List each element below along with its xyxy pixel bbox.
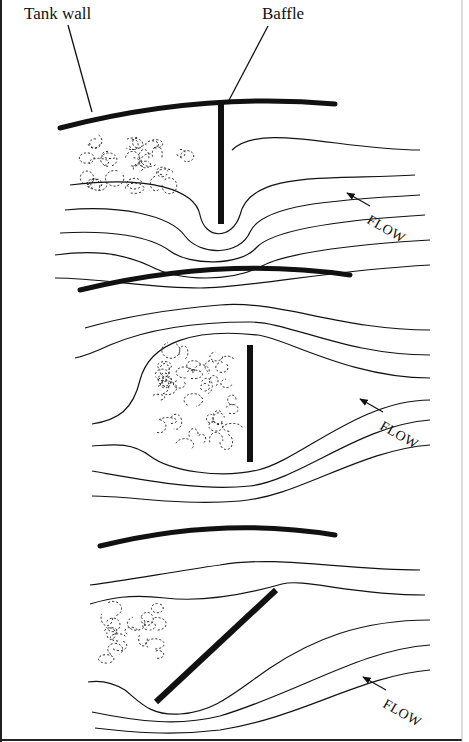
eddy-stroke: [158, 169, 173, 175]
eddy-stroke: [80, 171, 93, 184]
eddy-stroke: [223, 423, 242, 431]
eddy-stroke: [210, 376, 218, 387]
eddy-stroke: [187, 361, 201, 370]
eddy-stroke: [125, 183, 144, 193]
eddy-stroke: [90, 139, 100, 148]
eddy-stroke: [139, 635, 148, 646]
eddy-stroke: [125, 627, 138, 634]
eddy-stroke: [102, 151, 115, 158]
eddy-stroke: [202, 378, 213, 393]
eddy-stroke: [216, 363, 228, 373]
eddy-stroke: [162, 377, 171, 387]
eddy-stroke: [91, 180, 107, 191]
flow-label: FLOW: [377, 418, 421, 453]
eddy-stroke: [210, 352, 223, 361]
eddy-stroke: [173, 381, 185, 389]
eddy-stroke: [111, 634, 126, 641]
eddy-stroke: [112, 641, 127, 650]
eddy-stroke: [146, 141, 159, 148]
eddy-stroke: [126, 151, 140, 166]
eddy-stroke: [133, 164, 142, 172]
eddy-stroke: [184, 394, 203, 407]
eddy-stroke: [139, 150, 149, 162]
eddy-stroke: [79, 153, 94, 163]
eddy-stroke: [179, 346, 188, 359]
eddy-stroke: [160, 381, 167, 388]
eddy-stroke: [176, 439, 194, 449]
eddy-stroke: [107, 628, 115, 640]
eddy-stroke: [101, 614, 113, 626]
eddy-stroke: [141, 154, 155, 167]
eddy-stroke: [99, 655, 114, 663]
eddy-stroke: [140, 161, 150, 168]
eddy-stroke: [141, 612, 153, 625]
eddy-stroke: [226, 404, 238, 413]
eddy-stroke: [146, 639, 164, 649]
eddy-stroke: [177, 149, 185, 157]
eddy-stroke: [155, 420, 166, 433]
eddy-stroke: [108, 601, 121, 615]
eddy-stroke: [200, 384, 209, 391]
eddy-stroke: [189, 429, 198, 437]
eddy-stroke: [156, 167, 167, 177]
eddy-stroke: [155, 618, 167, 631]
eddy-stroke: [194, 365, 209, 374]
eddy-stroke: [151, 604, 163, 613]
eddy-stroke: [162, 343, 180, 359]
eddy-stroke: [162, 178, 177, 194]
eddy-stroke: [152, 146, 162, 158]
eddy-stroke: [127, 138, 143, 150]
eddy-stroke: [206, 414, 213, 422]
eddy-stroke: [143, 622, 156, 630]
eddy-stroke: [88, 135, 102, 148]
part-label: Tank wall: [24, 4, 91, 24]
eddy-stroke: [199, 434, 206, 443]
eddy-stroke: [228, 395, 236, 405]
eddy-stroke: [155, 651, 163, 659]
eddy-stroke: [105, 171, 123, 187]
eddy-stroke: [108, 643, 123, 654]
eddy-stroke: [209, 432, 222, 442]
eddy-stroke: [101, 153, 117, 166]
eddy-stroke: [153, 394, 165, 400]
eddy-stroke: [221, 379, 232, 387]
eddy-stroke: [159, 381, 177, 394]
eddy-stroke: [160, 364, 170, 377]
eddy-stroke: [107, 618, 120, 632]
eddy-stroke: [131, 158, 140, 166]
part-label: Baffle: [262, 4, 304, 24]
eddy-stroke: [130, 139, 139, 149]
eddy-stroke: [213, 411, 222, 424]
eddy-stroke: [181, 151, 194, 162]
flow-label: FLOW: [380, 696, 424, 731]
eddy-stroke: [187, 370, 202, 379]
eddy-stroke: [176, 367, 193, 378]
eddy-stroke: [150, 176, 158, 190]
